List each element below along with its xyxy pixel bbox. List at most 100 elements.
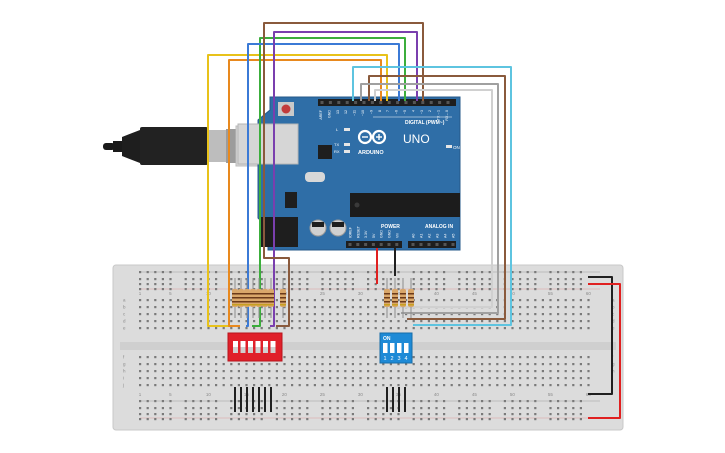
wire-lightgray (374, 89, 493, 308)
column-number: 30 (358, 291, 364, 296)
column-number: 35 (396, 291, 402, 296)
row-letter: h (612, 369, 615, 374)
digital-pin-label: AREF (319, 109, 323, 119)
column-number: 60 (586, 291, 592, 296)
resistors (232, 278, 414, 318)
digital-pin-label: GND (327, 110, 331, 118)
resistor (268, 278, 274, 318)
row-letter: c (123, 312, 126, 317)
row-letter: e (123, 326, 126, 331)
column-number: 40 (434, 392, 440, 397)
wire-brown (263, 22, 424, 327)
row-letter: i (123, 376, 124, 381)
voltage-regulator (285, 192, 297, 208)
row-letter: a (123, 298, 126, 303)
column-number: 40 (434, 291, 440, 296)
column-number: 45 (472, 291, 478, 296)
column-number: 10 (206, 392, 212, 397)
red-dip-switch[interactable] (227, 332, 283, 362)
red-dip-toggles (233, 341, 276, 353)
power-pin-label: IOREF (349, 226, 353, 238)
column-number: 5 (169, 392, 172, 397)
column-number: 30 (358, 392, 364, 397)
resistor (256, 278, 262, 318)
analog-pin-label: A4 (444, 234, 448, 238)
wire-purple (270, 31, 418, 327)
power-pin-label: Vin (395, 233, 399, 238)
row-letter: g (612, 362, 615, 367)
digital-pin-label: ~10 (361, 110, 365, 116)
analog-pin-label: A3 (436, 234, 440, 238)
digital-pin-label: ~3 (420, 110, 424, 114)
dip-number: 4 (404, 356, 407, 362)
digital-pin-label: 2 (428, 110, 432, 112)
column-number: 5 (169, 291, 172, 296)
column-number: 25 (320, 392, 326, 397)
analog-header (408, 241, 456, 248)
resistor (244, 278, 250, 318)
digital-pin-label: ~6 (395, 110, 399, 114)
dip-toggle[interactable] (397, 343, 402, 353)
dip-toggle[interactable] (383, 343, 388, 353)
power-pin-label: 3.3V (364, 230, 368, 238)
resistor (238, 278, 244, 318)
dip-toggle[interactable] (390, 343, 395, 353)
dip-toggle[interactable] (404, 343, 409, 353)
dip-number: 1 (383, 356, 386, 362)
wire-blue (246, 43, 400, 327)
digital-pin-label: 8 (378, 110, 382, 112)
breadboard: 1155101015152020252530303535404045455050… (112, 264, 624, 431)
row-letter: f (123, 355, 125, 360)
dip-number: 3 (397, 356, 400, 362)
wire-black-rail (588, 276, 613, 395)
column-number: 50 (510, 291, 516, 296)
arduino-model-label: UNO (403, 132, 430, 146)
analog-pin-label: A2 (428, 234, 432, 238)
power-label: POWER (381, 224, 400, 230)
wire-red-rail (588, 283, 621, 419)
status-leds: L TX RX (334, 127, 350, 154)
digital-pin-label: RX←0 (445, 110, 449, 121)
wire-gray (360, 83, 499, 314)
power-pin-label: RESET (356, 225, 360, 238)
resistor (250, 278, 256, 318)
resistor (408, 278, 414, 318)
resistor (232, 278, 238, 318)
digital-header-label: DIGITAL (PWM~) (405, 120, 445, 126)
resistor (262, 278, 268, 318)
digital-pin-label: 13 (336, 110, 340, 114)
digital-pin-label: ~11 (353, 110, 357, 116)
jumper-wires (207, 22, 621, 419)
wire-yellow (207, 54, 388, 327)
column-number: 45 (472, 392, 478, 397)
analog-label: ANALOG IN (425, 224, 453, 230)
row-letter: h (123, 369, 126, 374)
power-pin-label: GND (380, 230, 384, 238)
column-number: 55 (548, 392, 554, 397)
wire-cyan (352, 66, 512, 326)
digital-pin-label: ~9 (369, 110, 373, 114)
wire-green (252, 37, 406, 327)
power-jack (260, 217, 298, 247)
resistor (392, 278, 398, 318)
digital-pin-label: TX→1 (437, 110, 441, 120)
row-letter: g (123, 362, 126, 367)
arduino-logo-icon (357, 129, 387, 145)
column-number: 25 (320, 291, 326, 296)
row-letter: c (612, 312, 615, 317)
arduino-brand-label: ARDUINO (358, 150, 384, 156)
atmega-chip (350, 193, 460, 217)
resistor (384, 278, 390, 318)
svg-text:TX: TX (334, 142, 339, 147)
resistor (280, 278, 286, 318)
analog-pin-label: A0 (412, 234, 416, 238)
digital-header (318, 99, 456, 106)
power-pin-label: GND (388, 230, 392, 238)
switch-legs (234, 387, 406, 412)
row-letter: d (612, 319, 615, 324)
